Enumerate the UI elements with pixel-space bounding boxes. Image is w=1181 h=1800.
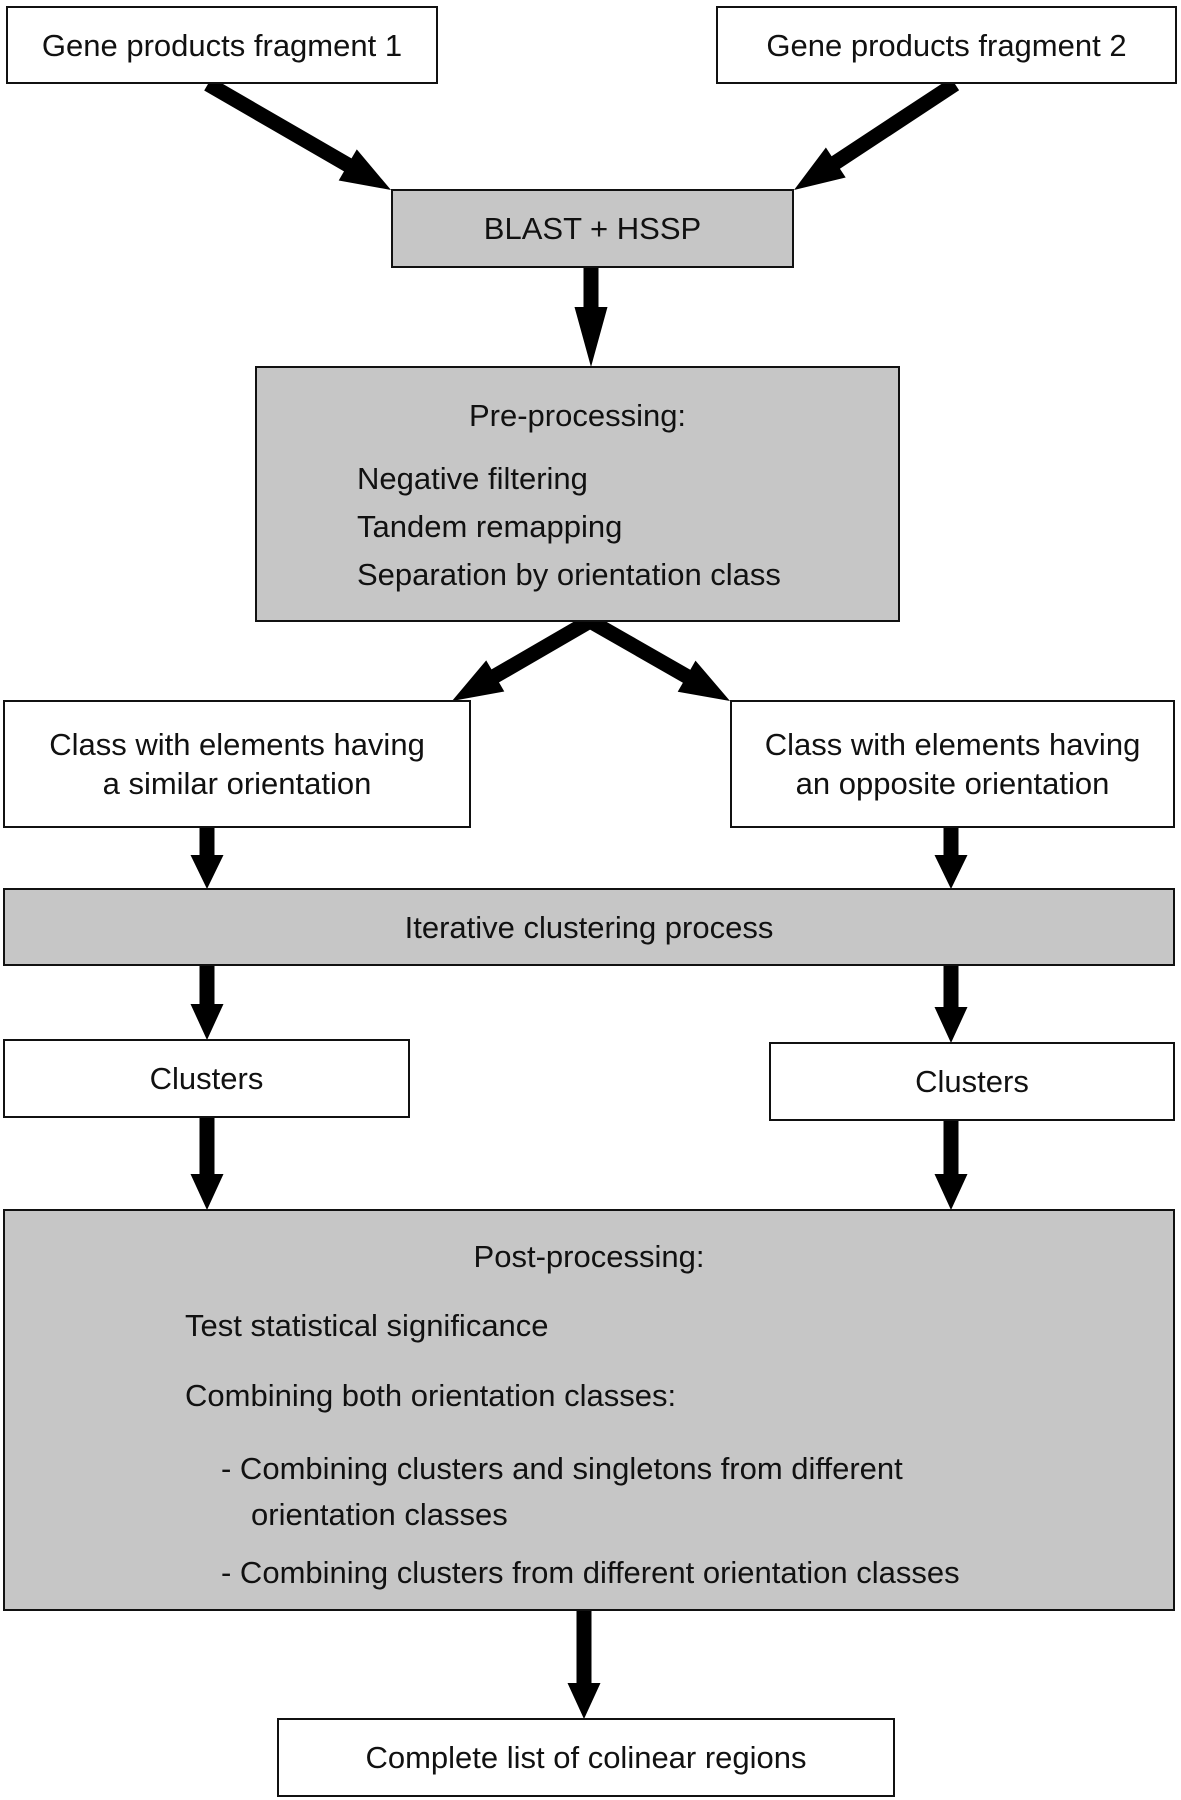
node-complete-list-colinear-regions: Complete list of colinear regions bbox=[277, 1718, 895, 1797]
node-gene-products-fragment-1: Gene products fragment 1 bbox=[6, 6, 438, 84]
pre-processing-title: Pre-processing: bbox=[468, 398, 687, 433]
arrow-fragment2-to-blast bbox=[794, 77, 960, 190]
arrow-clusters-left-to-postprocessing bbox=[190, 1118, 224, 1210]
node-post-processing: Post-processing: Test statistical signif… bbox=[3, 1209, 1175, 1611]
pre-processing-item-tandem-remapping: Tandem remapping bbox=[357, 509, 623, 544]
node-label-line-1: Class with elements having bbox=[764, 727, 1141, 762]
node-label-line-2: a similar orientation bbox=[102, 766, 372, 801]
arrow-postprocessing-to-final bbox=[567, 1611, 601, 1719]
node-class-similar-orientation: Class with elements having a similar ori… bbox=[3, 700, 471, 828]
arrow-class-similar-to-iterative bbox=[190, 828, 224, 889]
pre-processing-item-negative-filtering: Negative filtering bbox=[357, 461, 588, 496]
arrow-preprocessing-to-class-similar bbox=[452, 614, 594, 701]
node-label: Gene products fragment 2 bbox=[766, 27, 1127, 63]
arrow-iterative-to-clusters-right bbox=[934, 966, 968, 1043]
node-clusters-left: Clusters bbox=[3, 1039, 410, 1118]
node-label-line-1: Class with elements having bbox=[49, 727, 425, 762]
post-processing-title: Post-processing: bbox=[473, 1239, 705, 1274]
node-gene-products-fragment-2: Gene products fragment 2 bbox=[716, 6, 1177, 84]
subitem-line-2: orientation classes bbox=[251, 1497, 508, 1532]
node-label: Complete list of colinear regions bbox=[365, 1740, 807, 1775]
subitem-line-1: - Combining clusters and singletons from… bbox=[221, 1451, 903, 1486]
node-label: Gene products fragment 1 bbox=[41, 27, 403, 63]
post-processing-item-test-significance: Test statistical significance bbox=[185, 1308, 549, 1343]
node-label: Clusters bbox=[915, 1064, 1029, 1099]
node-label: Iterative clustering process bbox=[404, 909, 774, 945]
arrow-class-opposite-to-iterative bbox=[934, 828, 968, 889]
node-label-line-2: an opposite orientation bbox=[795, 766, 1110, 801]
node-class-opposite-orientation: Class with elements having an opposite o… bbox=[730, 700, 1175, 828]
node-label: Clusters bbox=[149, 1061, 264, 1096]
node-iterative-clustering: Iterative clustering process bbox=[3, 888, 1175, 966]
node-label: BLAST + HSSP bbox=[483, 211, 702, 246]
post-processing-subitem-clusters: - Combining clusters from different orie… bbox=[221, 1555, 960, 1590]
node-blast-hssp: BLAST + HSSP bbox=[391, 189, 794, 268]
node-pre-processing: Pre-processing: Negative filtering Tande… bbox=[255, 366, 900, 622]
post-processing-item-combining-classes: Combining both orientation classes: bbox=[185, 1378, 677, 1413]
arrow-iterative-to-clusters-left bbox=[190, 966, 224, 1040]
arrow-clusters-right-to-postprocessing bbox=[934, 1121, 968, 1210]
arrow-fragment1-to-blast bbox=[204, 77, 391, 190]
arrow-preprocessing-to-class-opposite bbox=[586, 614, 730, 701]
post-processing-subitem-clusters-singletons: - Combining clusters and singletons from… bbox=[5, 1446, 1173, 1538]
arrow-blast-to-preprocessing bbox=[574, 268, 608, 367]
pre-processing-item-separation: Separation by orientation class bbox=[357, 557, 781, 592]
node-clusters-right: Clusters bbox=[769, 1042, 1175, 1121]
